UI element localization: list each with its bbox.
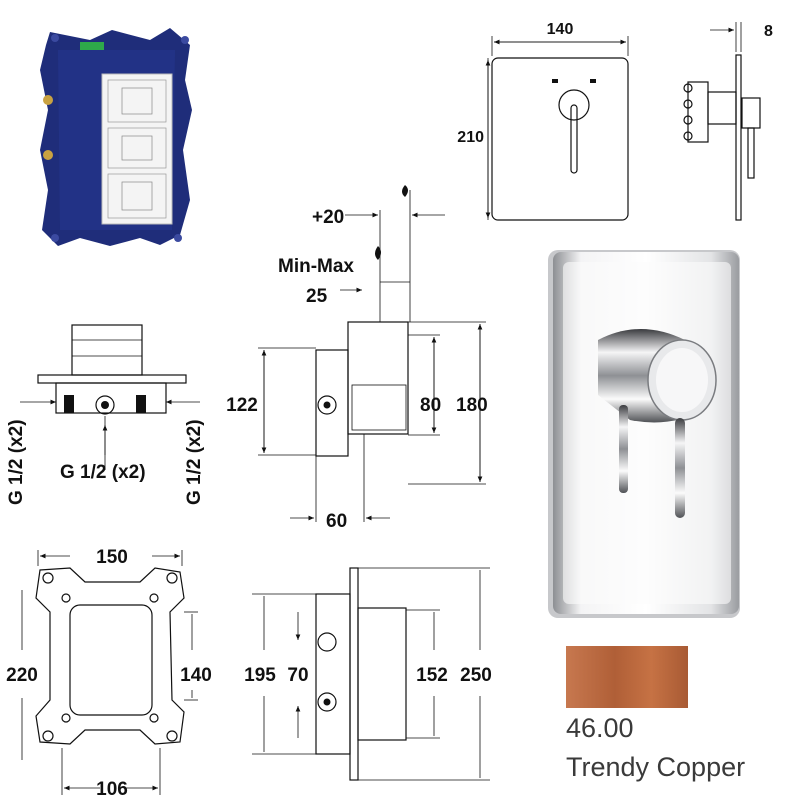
finish-name: Trendy Copper: [566, 752, 746, 782]
mounting-frame-view: 150 220 140 106: [6, 547, 212, 800]
plate-width-label: 140: [547, 21, 574, 38]
right-connection-label: G 1/2 (x2): [184, 419, 205, 505]
plate-height-label: 210: [457, 129, 484, 146]
d25-label: 25: [306, 286, 328, 307]
d195-label: 195: [244, 665, 276, 686]
left-connection-label: G 1/2 (x2): [6, 419, 27, 505]
d180-label: 180: [456, 395, 488, 416]
mixer-product-render: [548, 250, 740, 618]
finish-color-swatch: [566, 646, 688, 708]
d152-label: 152: [416, 665, 448, 686]
d70-label: 70: [287, 665, 308, 686]
w106-label: 106: [96, 779, 128, 800]
minmax-label: Min-Max: [278, 256, 354, 277]
installation-box-photo: [40, 28, 192, 246]
plate-side-view: 8: [683, 22, 773, 221]
box-side-view: 250 152 195 70: [244, 567, 492, 781]
plus20-label: +20: [312, 207, 344, 228]
d122-label: 122: [226, 395, 258, 416]
h140-label: 140: [180, 665, 212, 686]
d80-label: 80: [420, 395, 441, 416]
d60-label: 60: [326, 511, 347, 532]
connection-top-view: G 1/2 (x2) G 1/2 (x2) G 1/2 (x2): [6, 324, 205, 505]
finish-code: 46.00: [566, 713, 634, 743]
w150-label: 150: [96, 547, 128, 568]
d250-label: 250: [460, 665, 492, 686]
side-section-view: +20 Min-Max 25 122 80 180 60: [226, 185, 488, 532]
plate-front-view: 140 210: [457, 21, 629, 221]
plate-depth-label: 8: [764, 23, 773, 40]
h220-label: 220: [6, 665, 38, 686]
center-connection-label: G 1/2 (x2): [60, 462, 146, 483]
